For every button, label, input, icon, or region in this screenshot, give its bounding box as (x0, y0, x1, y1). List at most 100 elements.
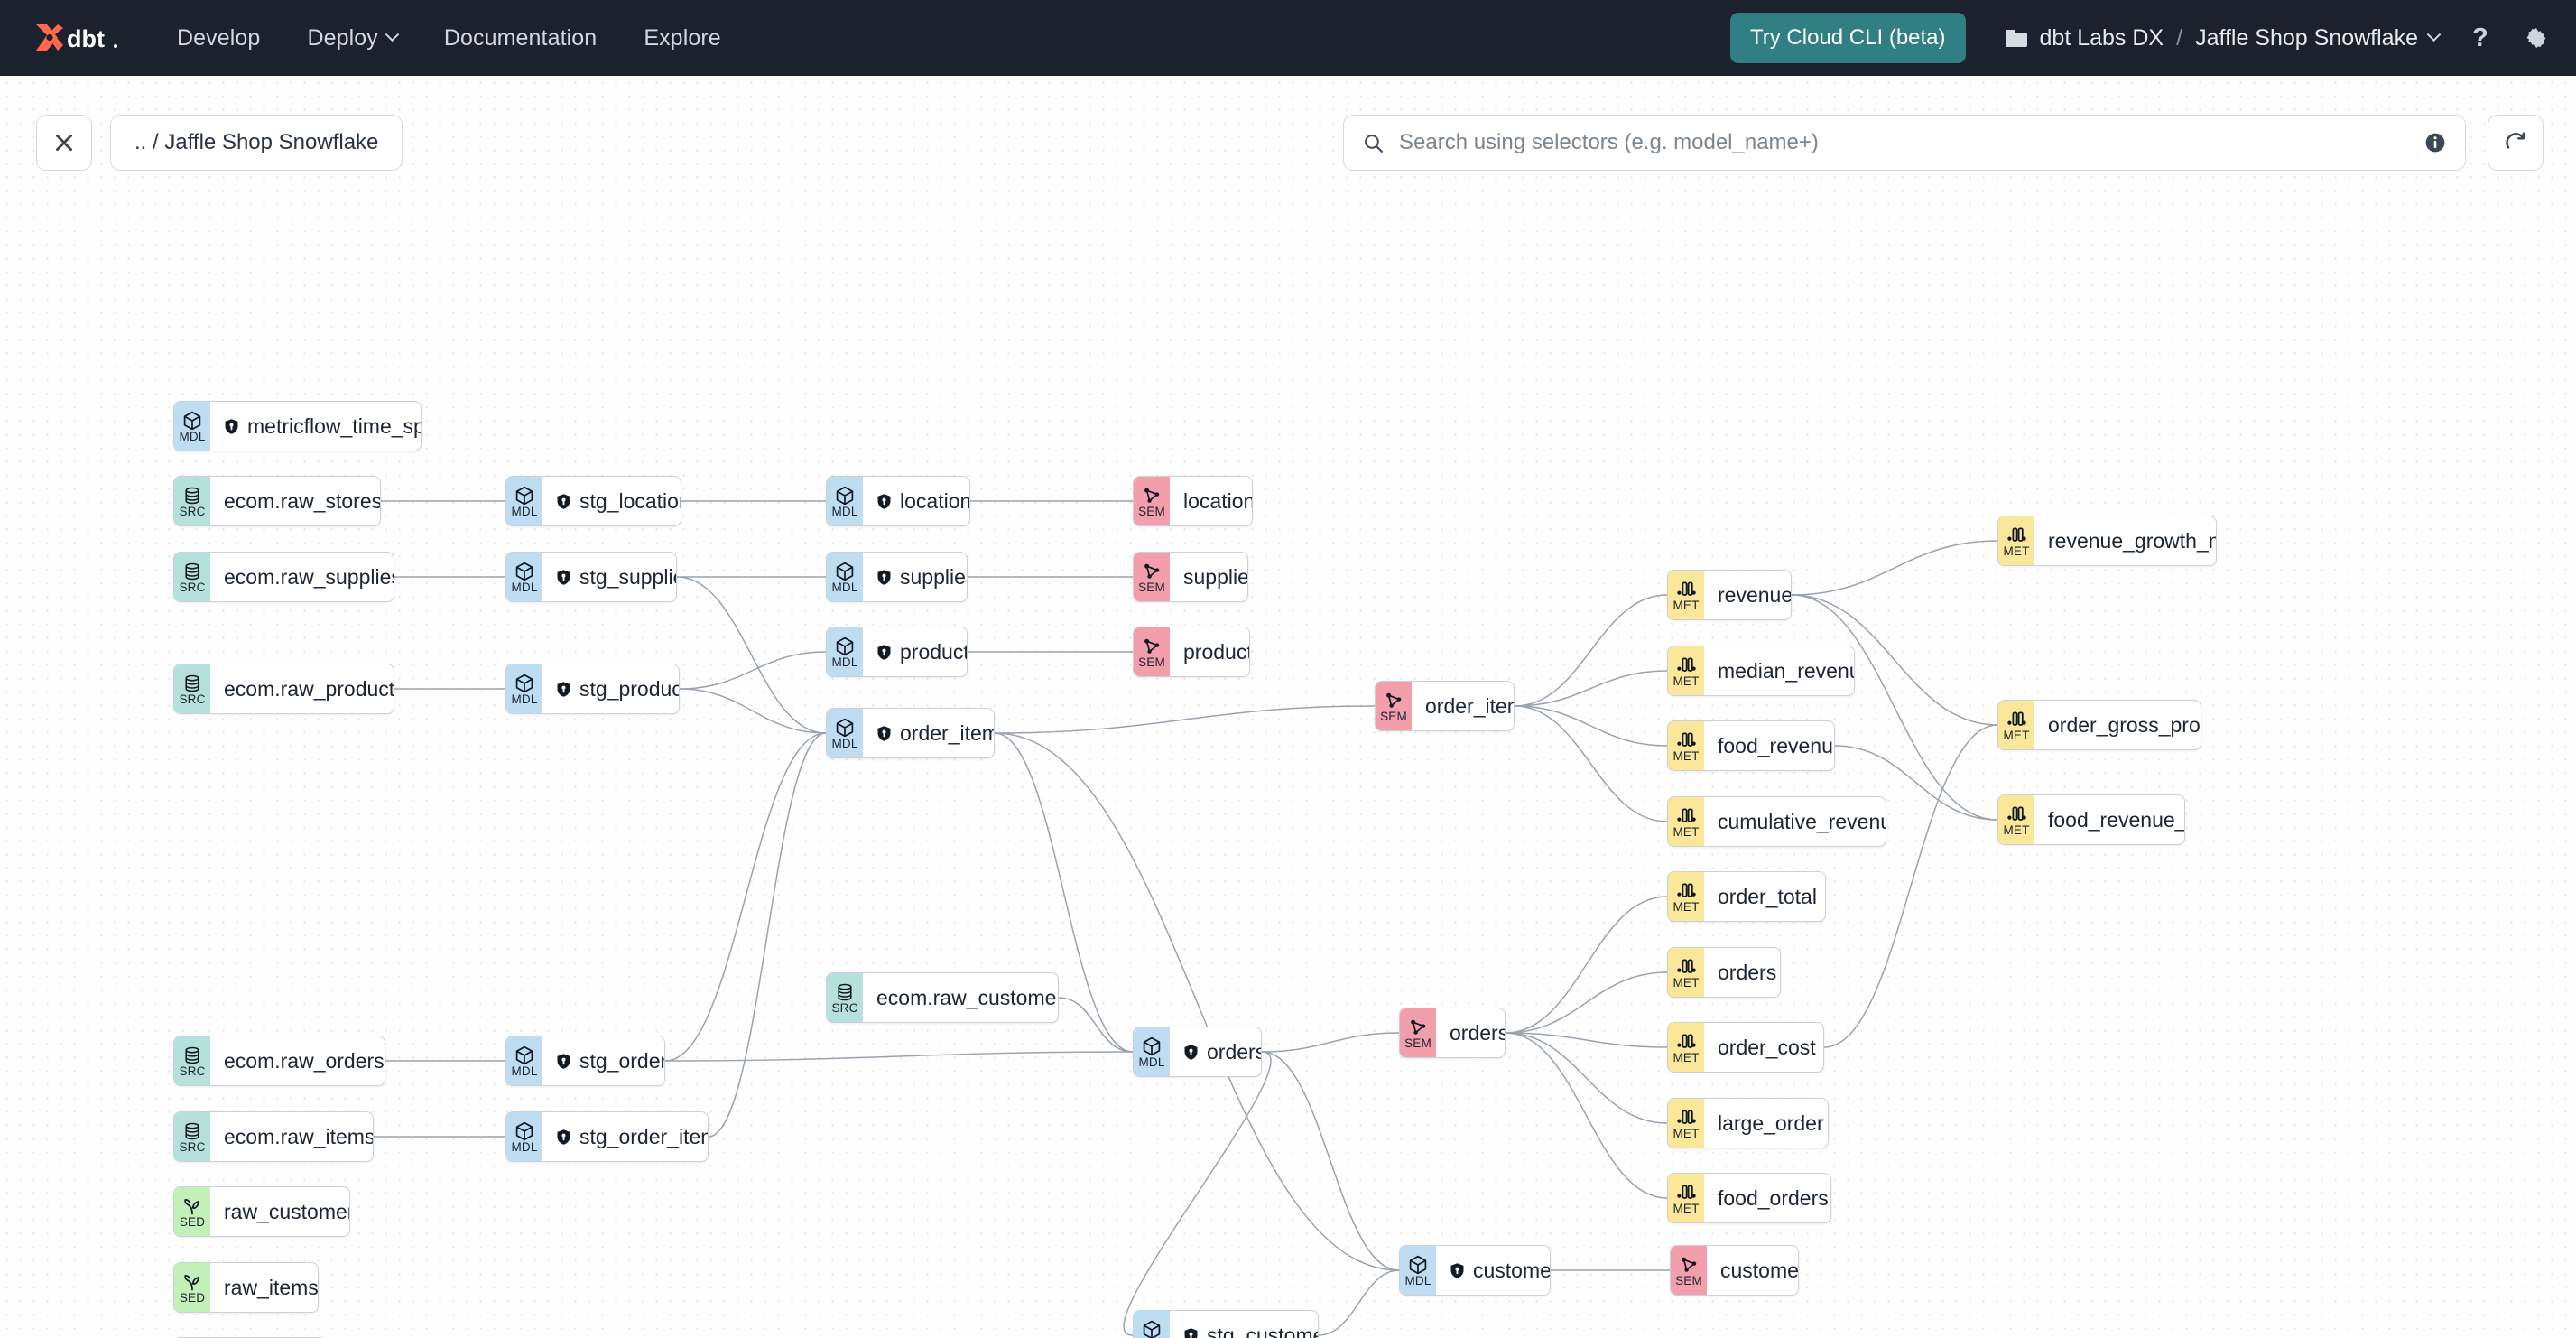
graph-node-mdl_products[interactable]: MDLproducts (826, 627, 968, 677)
main-nav-links: Develop Deploy Documentation Explore (177, 25, 721, 51)
graph-node-mdl_customers[interactable]: MDLcustomers (1399, 1245, 1551, 1296)
close-button[interactable] (36, 115, 92, 171)
lineage-graph-canvas[interactable]: MDLmetricflow_time_spineSRCecom.raw_stor… (0, 76, 2576, 1338)
lineage-edge (1514, 705, 1668, 747)
graph-node-mdl_supplies[interactable]: MDLsupplies (826, 552, 968, 602)
gear-icon[interactable] (2524, 25, 2549, 51)
account-name[interactable]: dbt Labs DX (2039, 24, 2164, 51)
database-icon (185, 1046, 199, 1064)
search-input[interactable] (1399, 130, 2409, 155)
node-type-label: MET (1673, 599, 1700, 612)
node-type-badge-sed: SED (174, 1263, 210, 1312)
node-type-label: MET (2003, 729, 2030, 742)
nav-link-develop[interactable]: Develop (177, 25, 260, 51)
shield-icon (557, 1129, 570, 1145)
nav-link-documentation[interactable]: Documentation (444, 25, 597, 51)
lineage-edge (1058, 997, 1134, 1053)
shield-icon (1450, 1262, 1465, 1279)
node-label: stg_order_items (579, 1124, 708, 1148)
node-type-badge-mdl: MDL (827, 553, 863, 601)
node-body: orders (1436, 1008, 1505, 1057)
graph-breadcrumb-button[interactable]: .. / Jaffle Shop Snowflake (110, 115, 403, 171)
shield-icon (876, 493, 892, 510)
cube-icon (836, 636, 854, 656)
graph-node-mdl_locations[interactable]: MDLlocations (826, 476, 970, 526)
lineage-edge (1318, 1269, 1400, 1336)
info-icon[interactable] (2423, 131, 2447, 154)
graph-node-sem_customers[interactable]: SEMcustomers (1670, 1245, 1799, 1296)
bar-chart-icon (1677, 1185, 1696, 1199)
cube-icon (181, 411, 203, 431)
nav-link-deploy[interactable]: Deploy (307, 25, 400, 51)
graph-node-sem_locations[interactable]: SEMlocations (1133, 476, 1253, 526)
node-label: ecom.raw_orders (224, 1048, 385, 1073)
svg-text:dbt: dbt (67, 25, 105, 52)
node-type-label: SRC (179, 505, 206, 518)
graph-nodes-icon (1144, 638, 1160, 654)
nav-link-explore[interactable]: Explore (644, 25, 720, 51)
node-label: locations (900, 488, 969, 513)
node-type-badge-src: SRC (827, 973, 863, 1022)
lineage-edge (1123, 1051, 1272, 1336)
lineage-edge (1514, 705, 1668, 822)
top-navigation-bar: dbt Develop Deploy Documentation Explore… (0, 0, 2576, 76)
graph-node-sem_products[interactable]: SEMproducts (1133, 627, 1250, 677)
cube-icon (1143, 1320, 1161, 1338)
help-icon[interactable]: ? (2469, 24, 2493, 51)
lineage-edge (1791, 594, 1998, 726)
node-type-label: SED (179, 1291, 206, 1305)
cube-icon (836, 486, 854, 506)
shield-icon (1450, 1262, 1464, 1278)
node-type-badge-met: MET (1668, 797, 1704, 846)
dbt-logo[interactable]: dbt (32, 21, 121, 55)
try-cloud-cli-button[interactable]: Try Cloud CLI (beta) (1730, 13, 1966, 63)
node-type-label: MDL (511, 581, 538, 594)
lineage-edge (1505, 971, 1668, 1034)
node-body: ecom.raw_supplies (210, 553, 394, 601)
node-type-label: SEM (1138, 655, 1165, 669)
bar-chart-icon (1677, 959, 1696, 973)
svg-text:?: ? (2472, 24, 2488, 51)
bar-chart-icon (1675, 1108, 1697, 1128)
node-body: stg_products (542, 664, 679, 713)
cube-icon (836, 562, 854, 581)
search-bar[interactable] (1343, 115, 2466, 171)
refresh-button[interactable] (2488, 115, 2544, 171)
lineage-edge (1823, 724, 1998, 1048)
cube-icon (1143, 1036, 1161, 1056)
project-selector[interactable]: Jaffle Shop Snowflake (2195, 25, 2442, 51)
graph-node-sem_supplies[interactable]: SEMsupplies (1133, 552, 1248, 602)
node-type-label: SED (179, 1215, 206, 1229)
